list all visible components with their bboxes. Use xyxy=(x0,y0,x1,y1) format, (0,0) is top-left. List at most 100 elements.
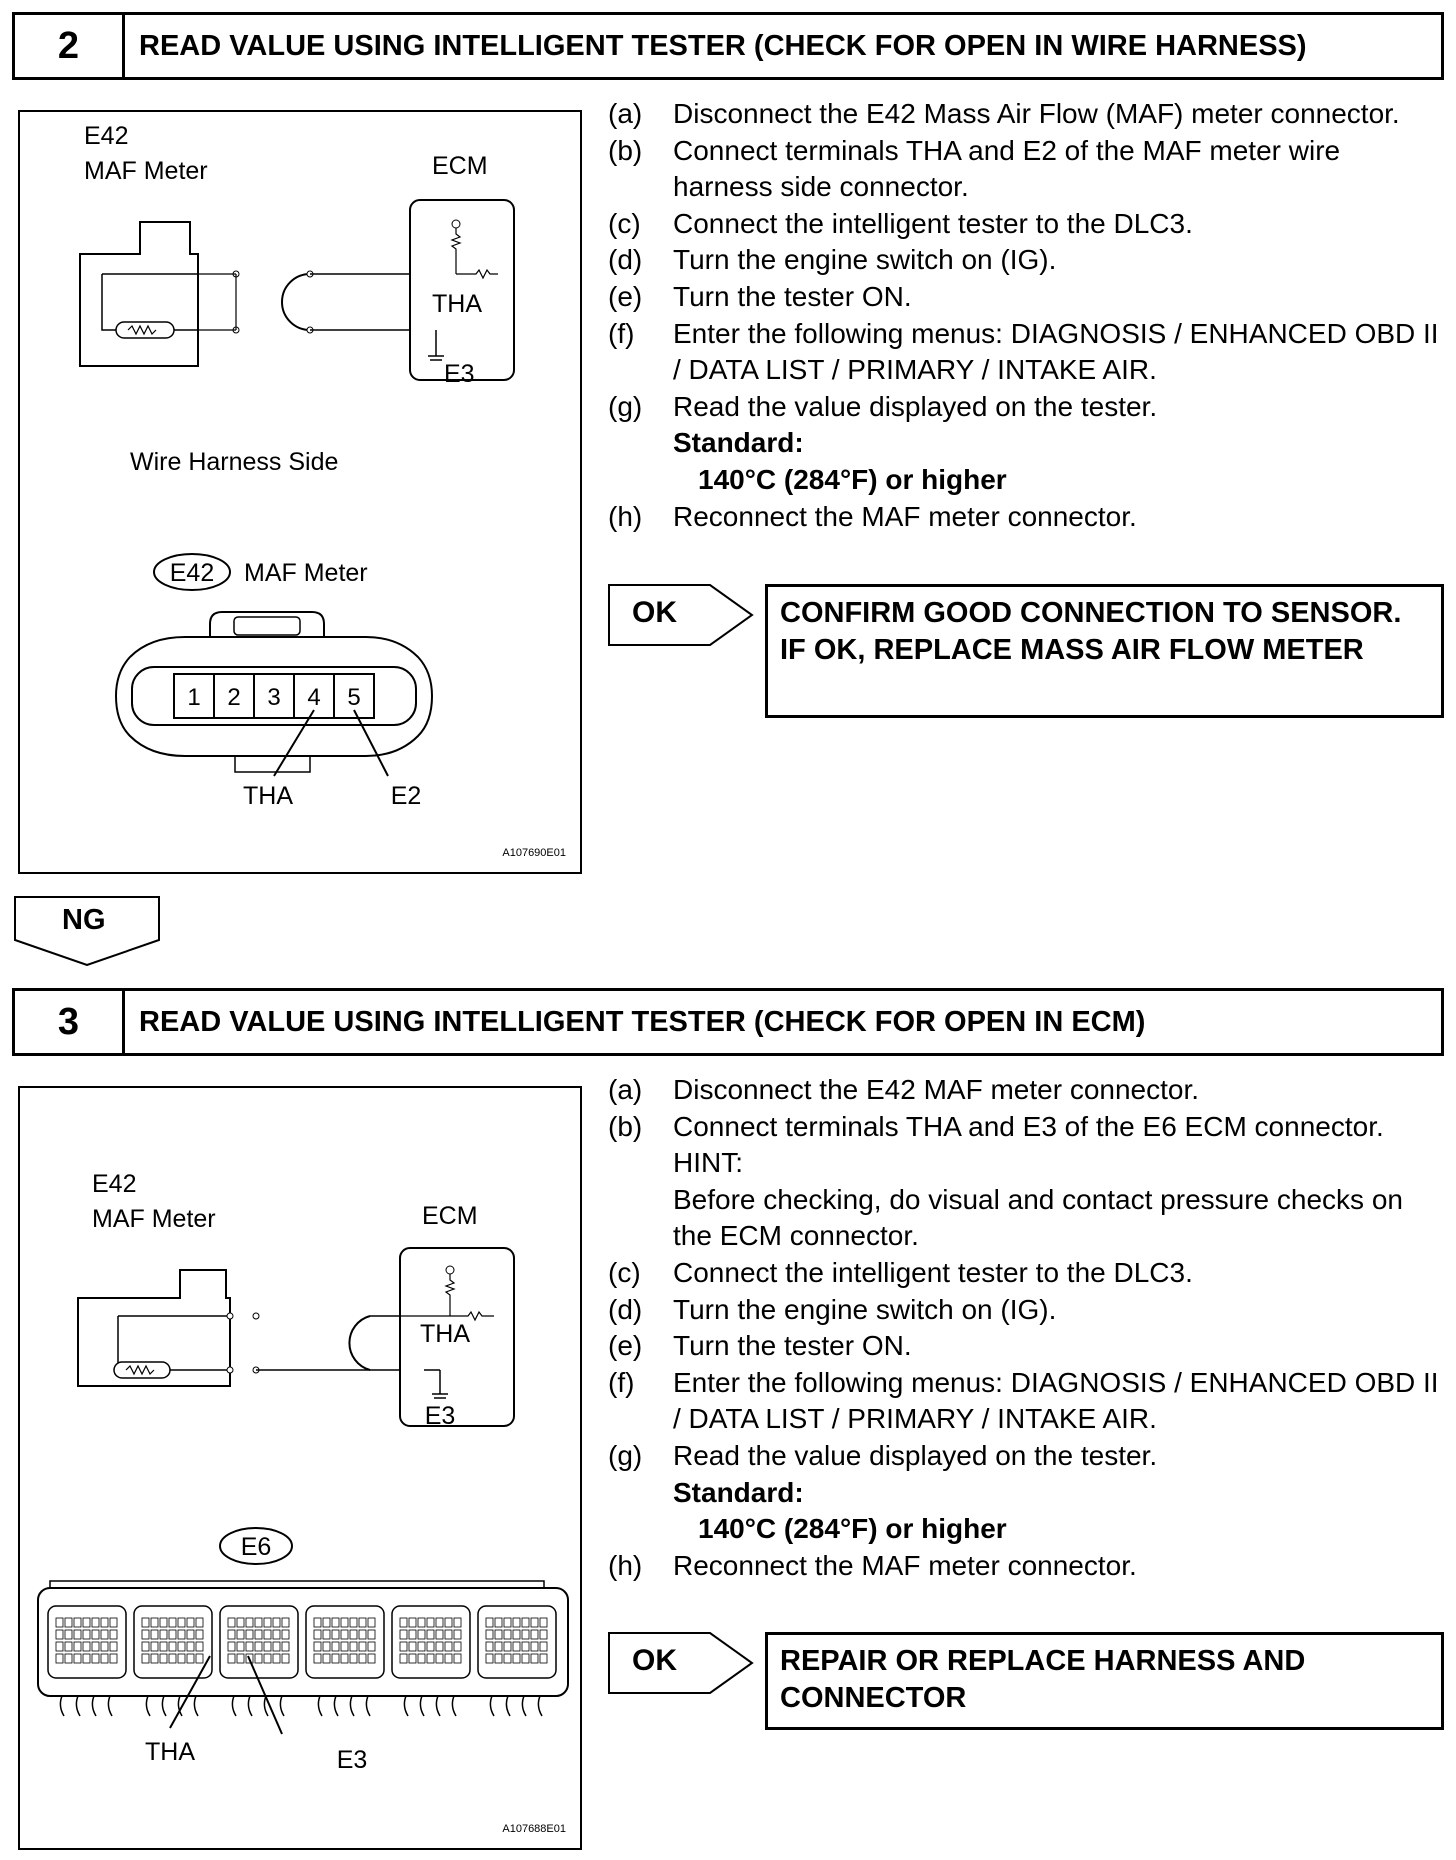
tha-label: THA xyxy=(432,290,482,318)
step-label: (g) xyxy=(608,390,643,422)
connector-pin-number: 5 xyxy=(347,684,360,711)
step-text: Turn the tester ON. xyxy=(673,1330,912,1362)
step-item: (e) Turn the tester ON. xyxy=(608,279,1444,316)
step-text: Enter the following menus: DIAGNOSIS / E… xyxy=(673,317,1439,386)
ng-label: NG xyxy=(62,904,106,936)
step-item: (c) Connect the intelligent tester to the… xyxy=(608,1255,1444,1292)
e42-badge-text: E42 xyxy=(170,559,214,587)
step-label: (d) xyxy=(608,244,643,276)
step-item: (h) Reconnect the MAF meter connector. xyxy=(608,1549,1137,1581)
standard-value: 140°C (284°F) or higher xyxy=(698,1513,1007,1545)
step-text: Enter the following menus: DIAGNOSIS / E… xyxy=(673,1366,1439,1435)
step-label: (f) xyxy=(608,317,635,349)
step-item: (f) Enter the following menus: DIAGNOSIS … xyxy=(608,316,1444,389)
step-text: Connect terminals THA and E2 of the MAF … xyxy=(673,134,1341,203)
section-2-steps: (a) Disconnect the E42 Mass Air Flow (MAF… xyxy=(608,96,1444,535)
maf-meter-body xyxy=(79,221,199,367)
standard-value: 140°C (284°F) or higher xyxy=(698,463,1007,495)
e3-label: E3 xyxy=(444,360,475,388)
ng-branch: NG xyxy=(14,896,160,967)
step-text: Disconnect the E42 MAF meter connector. xyxy=(673,1074,1200,1105)
ok-branch-2: OK xyxy=(608,584,754,646)
ecm-connector-block xyxy=(47,1605,127,1679)
step-item: (e)Turn the tester ON. xyxy=(608,1328,1444,1365)
wire-harness-side-label: Wire Harness Side xyxy=(130,448,338,476)
step-text: Disconnect the E42 Mass Air Flow (MAF) m… xyxy=(673,98,1400,129)
standard-label: Standard: xyxy=(673,427,804,459)
pin-tha-label: THA xyxy=(145,1738,195,1766)
step-label: (e) xyxy=(608,280,643,312)
step-text: Turn the engine switch on (IG). xyxy=(673,1293,1057,1325)
step-label: (d) xyxy=(608,1293,643,1325)
section-2-title: READ VALUE USING INTELLIGENT TESTER (CHE… xyxy=(139,29,1307,62)
step-item: (g) Read the value displayed on the teste… xyxy=(608,389,1444,426)
step-item: (f) Enter the following menus: DIAGNOSIS … xyxy=(608,1365,1444,1438)
step-label: (c) xyxy=(608,207,641,239)
step-text: Read the value displayed on the tester. xyxy=(673,390,1158,422)
ground-icon xyxy=(424,1369,448,1399)
e3-label: E3 xyxy=(425,1402,456,1430)
step-item: (d) Turn the engine switch on (IG). xyxy=(608,242,1444,279)
ok-label: OK xyxy=(632,596,677,629)
step-label: (g) xyxy=(608,1439,643,1471)
jumper-wire xyxy=(348,1315,371,1371)
ecm-label: ECM xyxy=(422,1202,478,1230)
step-label: (a) xyxy=(608,1074,643,1105)
pin-tha-label: THA xyxy=(243,782,293,810)
standard-label: Standard: xyxy=(673,1476,804,1508)
step-item: (a) Disconnect the E42 Mass Air Flow (MAF… xyxy=(608,96,1444,133)
figure-code: A107688E01 xyxy=(502,1823,566,1835)
step-item: (d) Turn the engine switch on (IG). xyxy=(608,1292,1444,1329)
pin-e3-label: E3 xyxy=(337,1746,368,1774)
section-3-steps: (a) Disconnect the E42 MAF meter connecto… xyxy=(608,1072,1444,1584)
section-3-figure: E42 MAF Meter ECM THA E3 E6 THA E3 A1076… xyxy=(18,1086,582,1850)
wire-harness-diagram: E42 MAF Meter ECM THA E3 Wire Harness Si… xyxy=(79,122,566,859)
maf-connector-outline xyxy=(114,636,434,757)
ecm-connector-block xyxy=(219,1605,299,1679)
step-text: Read the value displayed on the tester. xyxy=(673,1439,1158,1471)
maf-meter-label: MAF Meter xyxy=(92,1205,216,1233)
step-text: Turn the engine switch on (IG). xyxy=(673,244,1057,276)
ecm-connector-block xyxy=(391,1605,471,1679)
step-text: Turn the tester ON. xyxy=(673,280,912,312)
step-label: (b) xyxy=(608,134,643,166)
ecm-connector-block xyxy=(305,1605,385,1679)
section-3-title: READ VALUE USING INTELLIGENT TESTER (CHE… xyxy=(139,1005,1146,1038)
step-text: Connect the intelligent tester to the DL… xyxy=(673,1256,1193,1288)
step-item: (g) Read the value displayed on the teste… xyxy=(608,1438,1444,1475)
step-item: (b)Connect terminals THA and E3 of the E… xyxy=(608,1109,1444,1146)
ecm-box xyxy=(409,199,515,381)
e6-badge-text: E6 xyxy=(241,1533,272,1561)
ecm-connector-block xyxy=(477,1605,557,1679)
step-item: (b) Connect terminals THA and E2 of the M… xyxy=(608,133,1444,206)
e6-badge xyxy=(219,1527,293,1565)
figure-code: A107690E01 xyxy=(502,847,566,859)
ok-branch-3: OK xyxy=(608,1632,754,1694)
connector-code-label: E42 xyxy=(92,1170,136,1198)
ecm-connector-outline xyxy=(37,1587,569,1697)
step-text: Connect terminals THA and E3 of the E6 E… xyxy=(673,1110,1384,1142)
maf-meter-body xyxy=(77,1269,231,1387)
thermistor-icon xyxy=(113,1361,171,1379)
ground-icon xyxy=(428,330,444,361)
maf-meter-label: MAF Meter xyxy=(84,157,208,185)
step-label: (f) xyxy=(608,1366,635,1398)
thermistor-icon xyxy=(115,321,175,339)
connector-pin-number: 1 xyxy=(187,684,200,711)
step-item: (a) Disconnect the E42 MAF meter connecto… xyxy=(608,1072,1444,1109)
step-label: (a) xyxy=(608,98,643,129)
hint-label: HINT: xyxy=(673,1147,743,1179)
step-text: Connect the intelligent tester to the DL… xyxy=(673,207,1193,239)
ecm-connector-block xyxy=(133,1605,213,1679)
ecm-diagram: E42 MAF Meter ECM THA E3 E6 THA E3 A1076… xyxy=(37,1170,569,1835)
connector-pin-number: 2 xyxy=(227,684,240,711)
connector-code-label: E42 xyxy=(84,122,128,150)
step-label: (c) xyxy=(608,1256,641,1288)
step-item: (h) Reconnect the MAF meter connector. xyxy=(608,500,1137,532)
ok-result-2: CONFIRM GOOD CONNECTION TO SENSOR. IF OK… xyxy=(765,584,1444,718)
ecm-box xyxy=(399,1247,515,1427)
hint-text: Before checking, do visual and contact p… xyxy=(673,1183,1403,1252)
section-3-header: 3 READ VALUE USING INTELLIGENT TESTER (C… xyxy=(12,988,1444,1056)
connector-pin-number: 3 xyxy=(267,684,280,711)
ok-label: OK xyxy=(632,1644,677,1677)
